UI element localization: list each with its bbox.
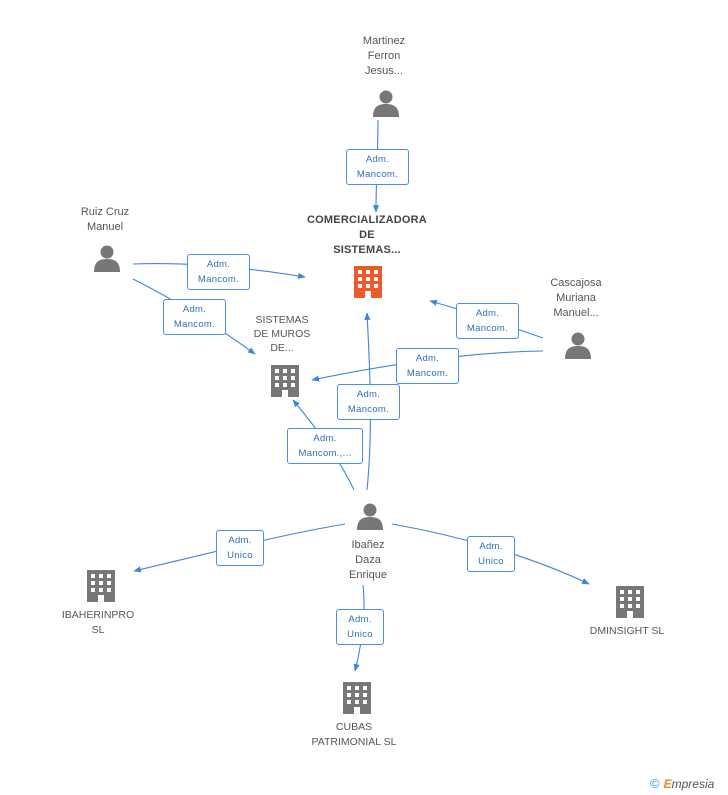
edge-label-cascajosa-sistemas[interactable]: Adm. Mancom. — [396, 348, 459, 384]
edge-label-ibanez-ibaherinpro[interactable]: Adm. Unico — [216, 530, 264, 566]
node-label-sistemas-muros[interactable]: SISTEMAS DE MUROS DE... — [253, 314, 311, 354]
building-icon-comercializadora[interactable] — [354, 266, 382, 298]
node-label-cubas[interactable]: CUBAS PATRIMONIAL SL — [311, 721, 397, 748]
person-icon-cascajosa[interactable] — [565, 332, 591, 360]
edge-label-martinez-comercializadora[interactable]: Adm. Mancom. — [346, 149, 409, 185]
node-label-ibaherinpro[interactable]: IBAHERINPRO SL — [61, 609, 135, 636]
footer-brand: ©Empresia — [650, 776, 714, 791]
edge-label-cascajosa-comercializadora[interactable]: Adm. Mancom. — [456, 303, 519, 339]
node-label-dminsight[interactable]: DMINSIGHT SL — [589, 625, 665, 637]
node-label-comercializadora[interactable]: COMERCIALIZADORA DE SISTEMAS... — [307, 214, 427, 256]
person-icon-ibanez[interactable] — [357, 503, 383, 531]
building-icon-cubas[interactable] — [343, 682, 371, 714]
node-label-cascajosa[interactable]: Cascajosa Muriana Manuel... — [550, 277, 602, 319]
brand-rest: mpresia — [671, 777, 715, 791]
edge-label-ruiz-sistemas[interactable]: Adm. Mancom. — [163, 299, 226, 335]
building-icon-dminsight[interactable] — [616, 586, 644, 618]
person-icon-martinez[interactable] — [373, 90, 399, 118]
edge-label-ibanez-comercializadora[interactable]: Adm. Mancom. — [337, 384, 400, 420]
node-label-ruiz[interactable]: Ruiz Cruz Manuel — [80, 206, 130, 233]
building-icon-ibaherinpro[interactable] — [87, 570, 115, 602]
copyright-icon: © — [650, 776, 660, 791]
brand-logo: Empresia — [664, 777, 715, 791]
edge-label-ibanez-sistemas[interactable]: Adm. Mancom.,... — [287, 428, 363, 464]
edge-label-ruiz-comercializadora[interactable]: Adm. Mancom. — [187, 254, 250, 290]
edge-label-ibanez-cubas[interactable]: Adm. Unico — [336, 609, 384, 645]
node-label-martinez[interactable]: Martinez Ferron Jesus... — [362, 35, 406, 77]
building-icon-sistemas-muros[interactable] — [271, 365, 299, 397]
person-icon-ruiz[interactable] — [94, 245, 120, 273]
node-label-ibanez[interactable]: Ibañez Daza Enrique — [349, 539, 387, 581]
brand-initial: E — [663, 777, 672, 791]
edge-label-ibanez-dminsight[interactable]: Adm. Unico — [467, 536, 515, 572]
